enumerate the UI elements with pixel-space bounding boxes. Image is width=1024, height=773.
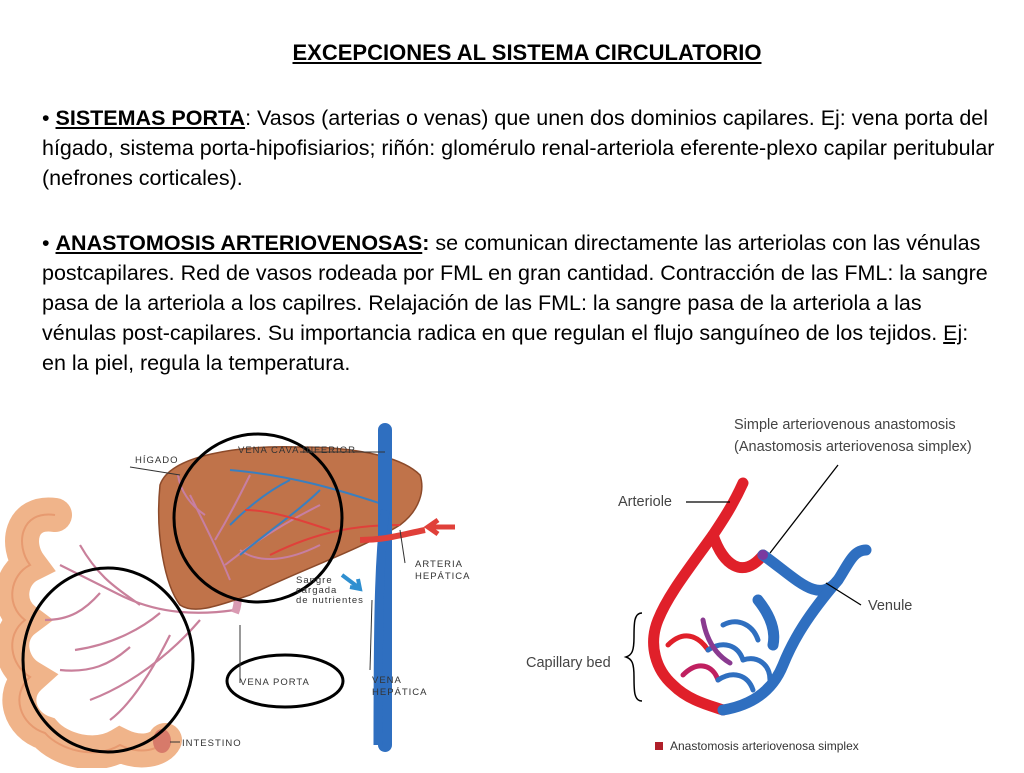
- figure-caption: Anastomosis arteriovenosa simplex: [670, 739, 859, 753]
- anastomosis-figure: Simple arteriovenous anastomosis (Anasto…: [508, 405, 1024, 768]
- label-capillary-bed: Capillary bed: [526, 655, 611, 671]
- label-intestino: INTESTINO: [182, 738, 242, 749]
- label-arteriole: Arteriole: [618, 494, 672, 510]
- page-title: EXCEPCIONES AL SISTEMA CIRCULATORIO: [292, 40, 762, 65]
- label-arteria: ARTERIA: [415, 559, 463, 570]
- example-label: Ej: [943, 321, 963, 345]
- section-sistemas-porta: • SISTEMAS PORTA: Vasos (arterias o vena…: [42, 103, 997, 193]
- figure-title: Simple arteriovenous anastomosis: [734, 417, 956, 433]
- label-arteria-hepatica: HEPÁTICA: [415, 571, 471, 582]
- label-de-nutrientes: de nutrientes: [296, 595, 364, 606]
- label-sangre: Sangre: [296, 575, 333, 586]
- bullet: •: [42, 231, 50, 255]
- highlight-circle-intestine: [21, 566, 195, 754]
- venule-vessel: [717, 544, 872, 716]
- section-anastomosis: • ANASTOMOSIS ARTERIOVENOSAS: se comunic…: [42, 228, 997, 378]
- section-text: : Vasos (arterias o venas) que unen dos …: [42, 106, 995, 190]
- intestine-shape: [0, 497, 182, 770]
- arteriole-vessel: [648, 477, 769, 716]
- label-vena-porta: VENA PORTA: [240, 677, 310, 688]
- label-venule: Venule: [868, 598, 912, 614]
- capillary-bed-brace: [623, 612, 643, 702]
- caption-marker: [655, 742, 663, 750]
- liver-portal-illustration: HÍGADO VENA CAVA INFERIOR ARTERIA HEPÁTI…: [0, 423, 471, 770]
- heading-colon: :: [422, 231, 430, 255]
- leader-lines: [129, 451, 406, 743]
- anastomosis-illustration: Simple arteriovenous anastomosis (Anasto…: [508, 405, 1024, 768]
- label-vena-hepatica: HEPÁTICA: [372, 687, 428, 698]
- leader-lines: [686, 464, 862, 606]
- arrow-down-icon: [340, 573, 363, 592]
- capillary-bed-vessels: [665, 617, 773, 693]
- section-heading-anastomosis: ANASTOMOSIS ARTERIOVENOSAS: [55, 231, 423, 255]
- arrow-right-icon: [423, 517, 455, 537]
- label-vena-cava: VENA CAVA INFERIOR: [238, 445, 356, 456]
- figure-subtitle: (Anastomosis arteriovenosa simplex): [734, 439, 972, 455]
- label-cargada: cargada: [296, 585, 337, 596]
- liver-vessels: [177, 469, 401, 581]
- label-vena: VENA: [372, 675, 402, 686]
- liver-portal-figure: HÍGADO VENA CAVA INFERIOR ARTERIA HEPÁTI…: [0, 415, 490, 770]
- label-higado: HÍGADO: [135, 455, 178, 466]
- section-heading-sistemas-porta: SISTEMAS PORTA: [55, 106, 246, 130]
- highlight-ellipse-vena-porta: [225, 653, 345, 709]
- section-text: se comunican directamente las arteriolas…: [42, 231, 988, 345]
- section-text-end: : en la piel, regula la temperatura.: [42, 321, 969, 375]
- bullet: •: [42, 106, 50, 130]
- highlight-circle-liver: [172, 432, 344, 604]
